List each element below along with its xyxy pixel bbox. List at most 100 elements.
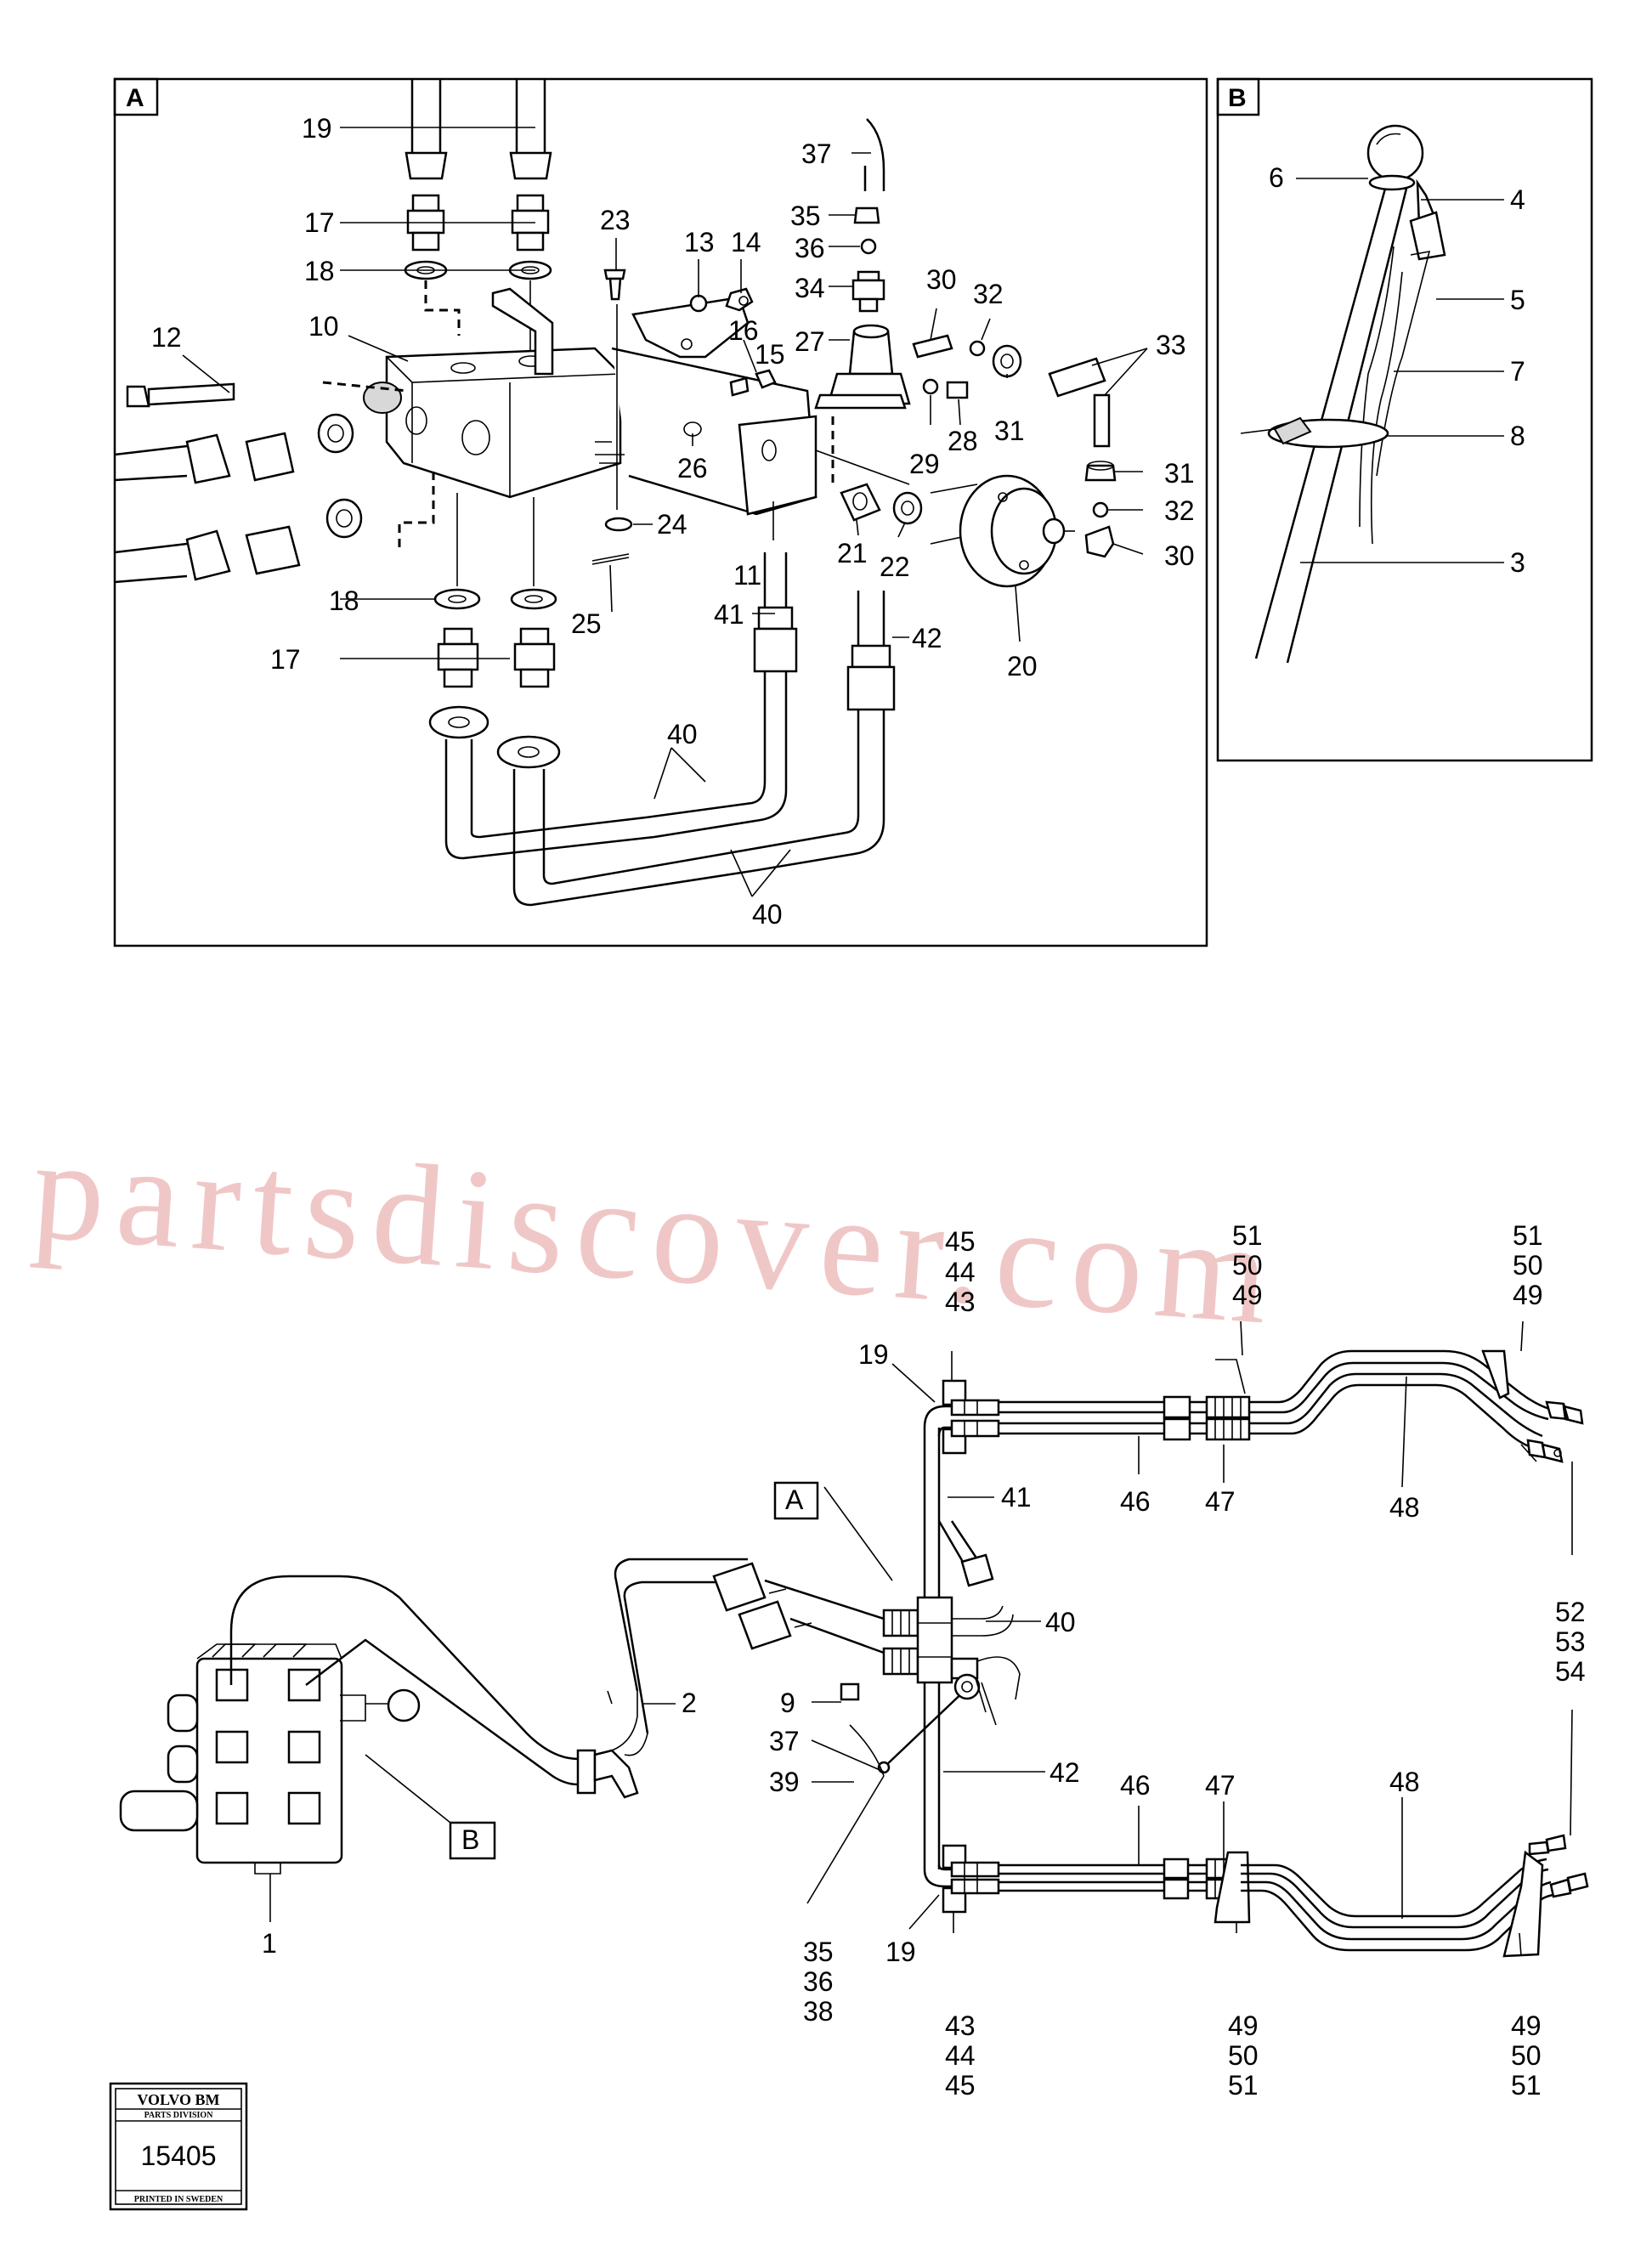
- callout-21: 21: [837, 538, 868, 568]
- callout-17b: 17: [270, 644, 301, 675]
- callout-19b: 19: [885, 1937, 916, 1967]
- callout-44: 44: [945, 1257, 976, 1287]
- left-pipes: [114, 413, 435, 584]
- callout-11: 11: [733, 560, 761, 591]
- callout-36: 36: [795, 233, 825, 263]
- callout-5: 5: [1510, 285, 1525, 315]
- callout-49: 49: [1232, 1280, 1263, 1310]
- callout-41: 41: [714, 599, 744, 630]
- callout-44b: 44: [945, 2040, 976, 2071]
- callout-36: 36: [803, 1966, 834, 1997]
- callout-16: 16: [728, 315, 759, 346]
- callout-32: 32: [973, 279, 1004, 309]
- callout-42: 42: [1049, 1757, 1080, 1788]
- panel-a-frame: [113, 77, 1208, 947]
- panel-a-leaders: [182, 127, 1148, 897]
- callout-box-b-letter: B: [461, 1824, 479, 1855]
- control-lever: [1240, 124, 1446, 664]
- callout-39: 39: [769, 1767, 800, 1797]
- callout-27: 27: [795, 326, 825, 357]
- callout-15: 15: [755, 339, 785, 370]
- callout-24: 24: [657, 509, 687, 540]
- callout-43: 43: [945, 1286, 976, 1317]
- callout-7: 7: [1510, 356, 1525, 387]
- callout-53: 53: [1555, 1626, 1586, 1657]
- callout-50d: 50: [1511, 2040, 1542, 2071]
- callout-51: 51: [1232, 1220, 1263, 1251]
- callout-23: 23: [600, 205, 631, 235]
- panel-b-frame: [1216, 77, 1593, 762]
- junction-block: [916, 1596, 1021, 1700]
- panel-b-leaders: [1296, 178, 1504, 563]
- callout-30b: 30: [1164, 540, 1195, 571]
- callout-19: 19: [302, 113, 332, 144]
- callout-25: 25: [571, 608, 602, 639]
- panel-a-tag: [113, 77, 159, 116]
- callout-3: 3: [1510, 547, 1525, 578]
- overview-diagram: A B 45 44 43 51 50 49 51 50 49 19 41 46 …: [119, 1220, 1589, 2101]
- small-parts-a: [591, 269, 777, 565]
- panel-a: A: [113, 77, 1208, 947]
- callout-20: 20: [1007, 651, 1038, 681]
- panel-b-letter: B: [1228, 84, 1247, 112]
- callout-1: 1: [262, 1928, 277, 1959]
- panel-b: B 6 4 5 7 8: [1216, 77, 1593, 762]
- valve-body: [322, 287, 818, 516]
- callout-31: 31: [994, 416, 1025, 446]
- callout-box-a-letter: A: [785, 1484, 804, 1515]
- watermark: partsdiscover.com: [27, 1108, 1285, 1354]
- callout-52: 52: [1555, 1597, 1586, 1627]
- callout-49c: 49: [1228, 2010, 1259, 2041]
- callout-28: 28: [948, 426, 978, 456]
- lower-branch: [942, 1834, 1589, 1958]
- callout-47b: 47: [1205, 1770, 1236, 1801]
- callout-29: 29: [909, 449, 940, 479]
- callout-49d: 49: [1511, 2010, 1542, 2041]
- logo-division: PARTS DIVISION: [144, 2111, 214, 2120]
- callout-50b: 50: [1513, 1250, 1543, 1281]
- callout-30: 30: [926, 264, 957, 295]
- callout-34: 34: [795, 273, 825, 303]
- overview-labels: 45 44 43 51 50 49 51 50 49 19 41 46 47 4…: [262, 1220, 1586, 2101]
- logo-brand: VOLVO BM: [137, 2091, 219, 2108]
- callout-4: 4: [1510, 184, 1525, 215]
- callout-13: 13: [684, 227, 715, 257]
- supply-pipes: [229, 1558, 919, 1799]
- callout-22: 22: [880, 551, 910, 582]
- callout-33: 33: [1156, 330, 1186, 360]
- callout-37: 37: [801, 139, 832, 169]
- callout-41: 41: [1001, 1482, 1032, 1513]
- callout-40b: 40: [752, 899, 783, 930]
- callout-6: 6: [1269, 162, 1284, 193]
- callout-35: 35: [803, 1937, 834, 1967]
- callout-46: 46: [1120, 1486, 1151, 1517]
- callout-42: 42: [912, 623, 942, 653]
- callout-17: 17: [304, 207, 335, 238]
- panel-a-labels: 19 17 18 12 10 23 13 14 16 15 26 24 25 1…: [151, 113, 1195, 930]
- overview-leaders: [269, 1320, 1573, 1957]
- callout-40a: 40: [667, 719, 698, 749]
- panel-b-tag: [1216, 77, 1260, 116]
- callout-51d: 51: [1511, 2070, 1542, 2101]
- logo-printed: PRINTED IN SWEDEN: [134, 2195, 223, 2204]
- callout-10: 10: [308, 311, 339, 342]
- callout-47: 47: [1205, 1486, 1236, 1517]
- callout-38: 38: [803, 1996, 834, 2027]
- callout-50: 50: [1232, 1250, 1263, 1281]
- callout-45: 45: [945, 1226, 976, 1257]
- callout-37: 37: [769, 1726, 800, 1756]
- callout-45b: 45: [945, 2070, 976, 2101]
- panel-a-letter: A: [126, 84, 144, 112]
- callout-19: 19: [858, 1339, 889, 1370]
- right-assembly-a: [814, 118, 1117, 558]
- callout-9: 9: [780, 1688, 795, 1718]
- lower-fittings: [428, 493, 896, 907]
- callout-12: 12: [151, 322, 182, 353]
- diaphragm-assembly: [840, 474, 1075, 588]
- callout-46b: 46: [1120, 1770, 1151, 1801]
- logo-number: 15405: [141, 2140, 217, 2171]
- callout-31b: 31: [1164, 458, 1195, 489]
- callout-40: 40: [1045, 1607, 1076, 1637]
- callout-51c: 51: [1228, 2070, 1259, 2101]
